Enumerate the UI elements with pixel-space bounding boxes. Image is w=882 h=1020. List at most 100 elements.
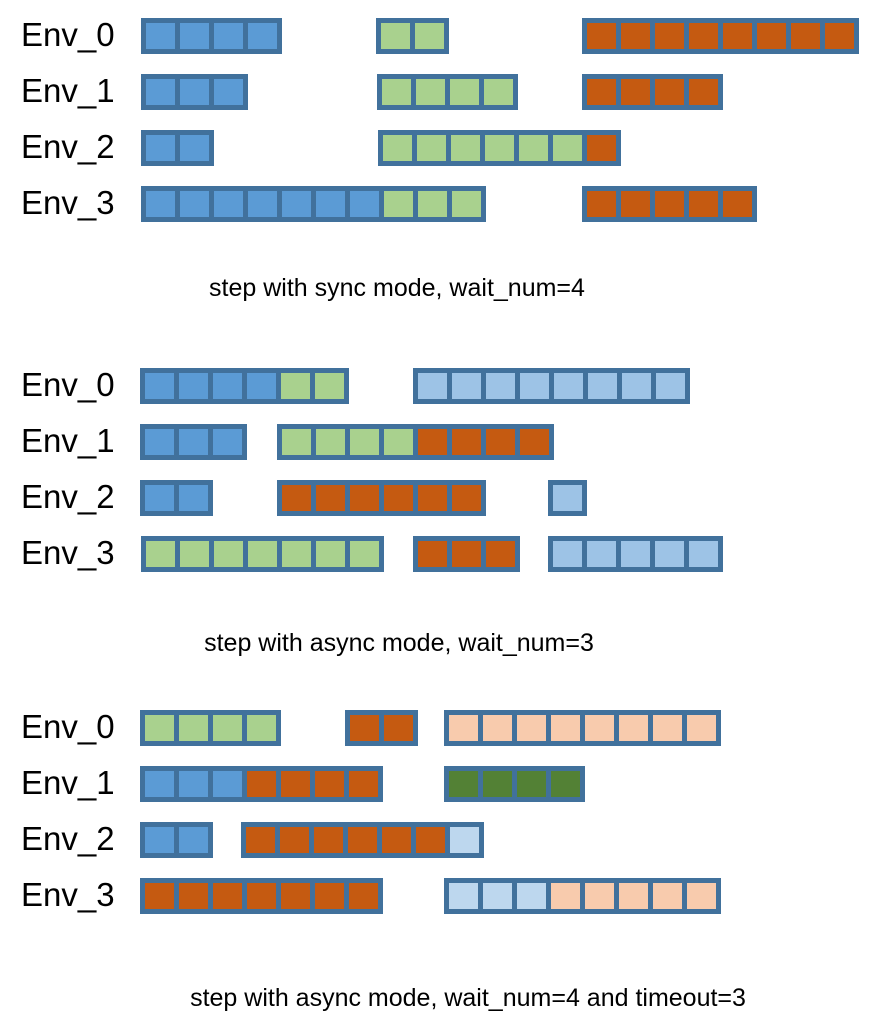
step-cell-blue [180,23,209,49]
step-cell-orange [452,485,481,511]
step-cell-green [350,429,379,455]
step-cell-green [451,135,480,161]
step-cell-light-blue [486,373,515,399]
step-cell-orange [349,883,378,909]
step-cell-light-blue [554,373,583,399]
step-cell-green [416,79,445,105]
step-cell-green [282,541,311,567]
step-cell-orange [452,429,481,455]
step-cell-light-blue [553,541,582,567]
step-cell-green [450,79,479,105]
step-cell-blue [146,135,175,161]
step-cell-pale-blue [517,883,546,909]
step-cell-dark-green [517,771,546,797]
step-cell-peach [483,715,512,741]
diagram-caption: step with async mode, wait_num=4 and tim… [190,984,746,1012]
step-cell-orange [282,485,311,511]
step-cell-orange [247,883,276,909]
step-cell-green [316,541,345,567]
step-cell-blue [180,79,209,105]
step-cell-green [350,541,379,567]
step-cell-blue [146,23,175,49]
step-cell-orange [791,23,820,49]
step-cell-peach [653,883,682,909]
env-label: Env_3 [21,876,115,914]
step-cell-orange [350,715,379,741]
step-cell-blue [145,429,174,455]
diagram-caption: step with async mode, wait_num=3 [204,629,594,657]
step-cell-light-blue [418,373,447,399]
step-cell-pale-blue [450,827,479,853]
step-cell-blue [213,373,242,399]
step-cell-orange [587,23,616,49]
step-cell-blue [316,191,345,217]
env-label: Env_0 [21,708,115,746]
timeline-bar [141,130,214,166]
step-cell-light-blue [689,541,718,567]
timeline-bar [140,766,383,802]
step-cell-blue [180,191,209,217]
step-cell-blue [179,373,208,399]
step-cell-green [213,715,242,741]
step-cell-green [315,373,344,399]
step-cell-light-blue [656,373,685,399]
timeline-bar [413,368,690,404]
step-cell-orange [280,827,309,853]
step-cell-peach [449,715,478,741]
env-label: Env_3 [21,534,115,572]
env-label: Env_3 [21,184,115,222]
step-cell-peach [551,883,580,909]
timeline-bar [582,74,723,110]
step-cell-green [381,23,410,49]
step-cell-pale-blue [449,883,478,909]
step-cell-green [553,135,582,161]
step-cell-orange [281,883,310,909]
step-cell-orange [757,23,786,49]
step-cell-orange [348,827,377,853]
step-cell-green [179,715,208,741]
env-label: Env_0 [21,366,115,404]
step-cell-peach [687,715,716,741]
step-cell-green [282,429,311,455]
step-cell-light-blue [520,373,549,399]
step-cell-green [145,715,174,741]
step-cell-orange [384,485,413,511]
step-cell-blue [146,79,175,105]
step-cell-orange [520,429,549,455]
timeline-bar [141,536,384,572]
step-cell-orange [621,23,650,49]
env-label: Env_2 [21,128,115,166]
timeline-bar [548,480,587,516]
step-cell-orange [246,827,275,853]
timeline-bar [377,74,518,110]
step-cell-orange [655,191,684,217]
step-cell-blue [282,191,311,217]
step-cell-orange [316,485,345,511]
timeline-bar [444,766,585,802]
env-label: Env_1 [21,422,115,460]
step-cell-orange [281,771,310,797]
step-cell-green [452,191,481,217]
step-cell-orange [452,541,481,567]
timeline-bar [376,18,449,54]
step-cell-green [248,541,277,567]
timeline-bar [241,822,484,858]
step-cell-orange [689,191,718,217]
timeline-bar [141,74,248,110]
step-cell-blue [248,23,277,49]
step-cell-blue [145,373,174,399]
step-cell-orange [723,191,752,217]
step-cell-orange [416,827,445,853]
step-cell-light-blue [655,541,684,567]
timeline-bar [277,424,554,460]
step-cell-green [382,79,411,105]
step-cell-blue [179,771,208,797]
timeline-bar [548,536,723,572]
step-cell-orange [655,23,684,49]
step-cell-peach [619,883,648,909]
step-cell-blue [247,373,276,399]
step-cell-orange [723,23,752,49]
